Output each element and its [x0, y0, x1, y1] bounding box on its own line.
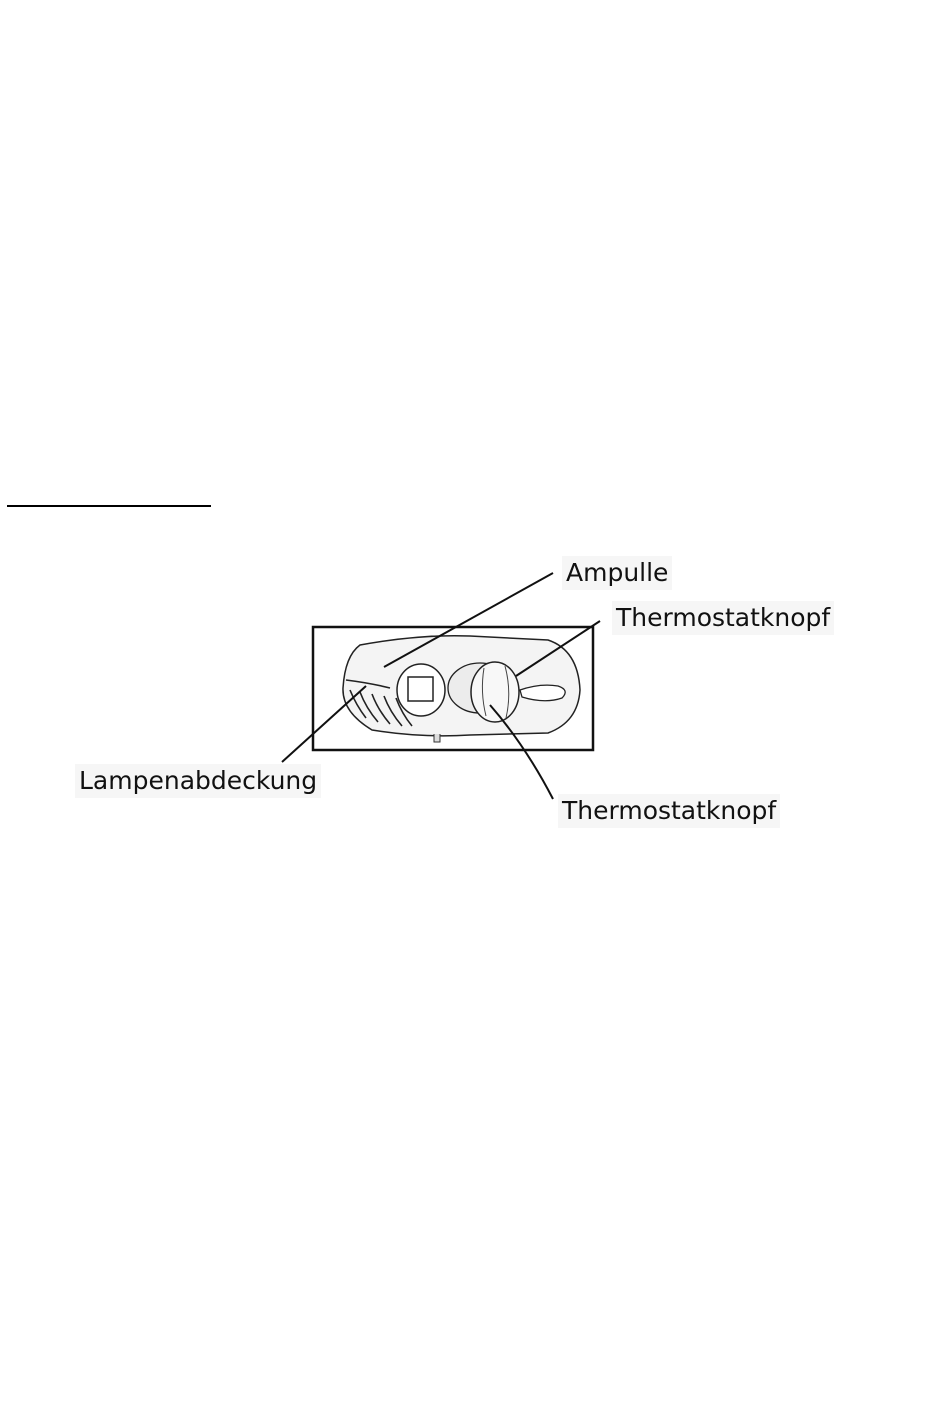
indicator-lever	[520, 685, 565, 701]
label-lampenabdeckung: Lampenabdeckung	[75, 764, 321, 798]
label-ampulle: Ampulle	[562, 556, 672, 590]
label-thermostat-bottom: Thermostatknopf	[558, 794, 780, 828]
thermostat-knob	[471, 662, 519, 722]
bulb-window	[397, 664, 445, 716]
label-thermostat-top: Thermostatknopf	[612, 601, 834, 635]
bottom-connector	[434, 734, 440, 742]
